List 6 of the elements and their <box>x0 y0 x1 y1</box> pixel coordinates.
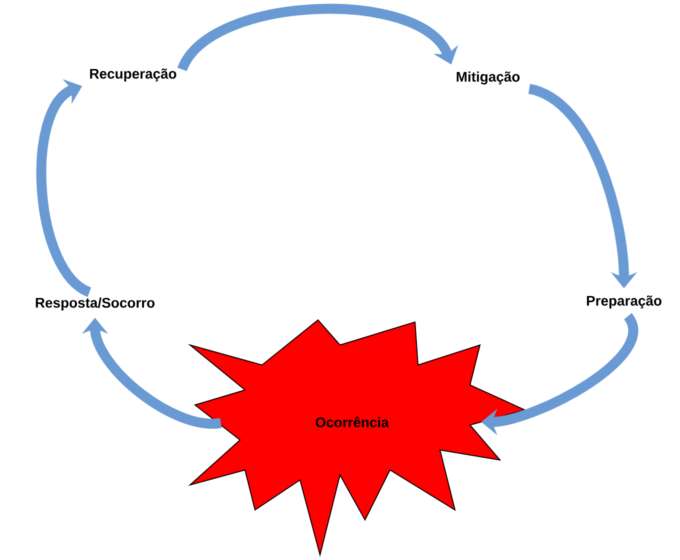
curved-arrow <box>178 4 458 72</box>
stage-label: Resposta/Socorro <box>36 298 155 310</box>
stage-label: Mitigação <box>456 71 520 85</box>
stage-label: Recuperação <box>90 68 176 82</box>
curved-arrow <box>36 79 92 296</box>
stage-label: Preparação <box>586 296 662 308</box>
